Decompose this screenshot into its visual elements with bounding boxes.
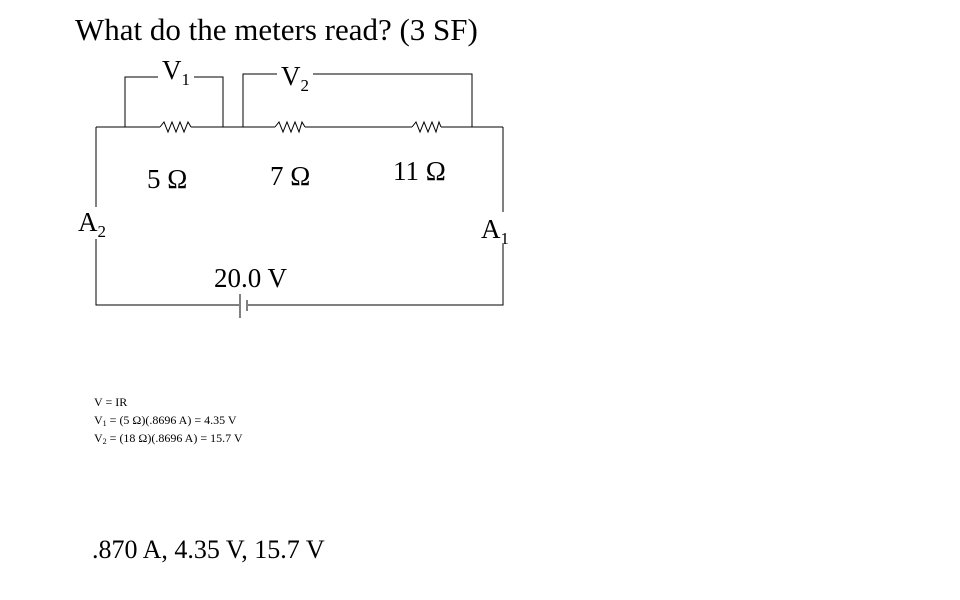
voltmeter-v2-wire [242,73,473,127]
work-v2-subscript: 2 [102,437,107,446]
ammeter-a2-letter: A [78,207,98,237]
ammeter-a2-subscript: 2 [97,222,107,241]
voltmeter-v2-subscript: 2 [300,76,310,95]
question-title: What do the meters read? (3 SF) [75,12,478,47]
resistor-5-ohm [159,120,192,134]
voltmeter-v2-letter: V [281,61,301,91]
ammeter-a1-letter: A [481,214,501,244]
work-v1-expression: = (5 Ω)(.8696 A) = 4.35 V [106,413,237,427]
answer-text: .870 A, 4.35 V, 15.7 V [92,535,325,564]
voltmeter-v1-subscript: 1 [181,70,191,89]
resistor-label-5-ohm: 5 Ω [147,164,188,194]
circuit-wire-right [248,127,504,306]
voltmeter-v1-letter: V [162,55,182,85]
ammeter-a2: A2 [78,207,106,240]
work-v1-letter: V [94,413,103,427]
resistor-7-ohm [274,120,306,134]
voltmeter-v1-wire [124,76,224,127]
voltmeter-v1: V1 [162,55,190,88]
work-formula: V = IR [94,395,128,409]
resistor-11-ohm [411,120,442,134]
work-line-v1: V1 = (5 Ω)(.8696 A) = 4.35 V [94,411,237,429]
work-v2-expression: = (18 Ω)(.8696 A) = 15.7 V [106,431,243,445]
ammeter-a1: A1 [481,214,509,247]
resistor-label-11-ohm: 11 Ω [393,156,446,186]
battery-voltage-label: 20.0 V [214,263,288,293]
work-line-v2: V2 = (18 Ω)(.8696 A) = 15.7 V [94,429,243,447]
circuit-wire-left [95,127,239,306]
resistor-label-7-ohm: 7 Ω [270,161,311,191]
voltmeter-v2: V2 [281,61,309,94]
ammeter-a1-subscript: 1 [500,229,510,248]
work-v1-subscript: 1 [102,419,107,428]
work-v2-letter: V [94,431,103,445]
